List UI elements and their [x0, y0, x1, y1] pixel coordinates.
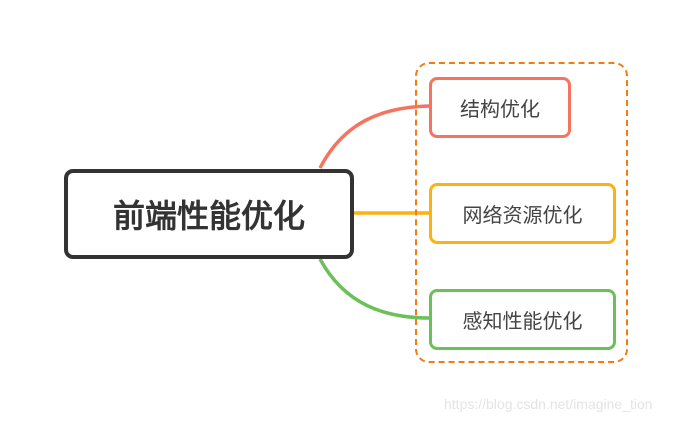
- topic-perceived-performance-optimization[interactable]: 感知性能优化: [429, 289, 616, 350]
- summary-group-border: [415, 62, 628, 363]
- connector-perception: [318, 258, 431, 320]
- watermark: https://blog.csdn.net/imagine_tion: [444, 396, 653, 412]
- topic-network-resource-optimization[interactable]: 网络资源优化: [429, 183, 616, 244]
- topic-structure-optimization[interactable]: 结构优化: [429, 77, 571, 138]
- connector-structure: [318, 104, 431, 169]
- root-topic[interactable]: 前端性能优化: [64, 169, 354, 259]
